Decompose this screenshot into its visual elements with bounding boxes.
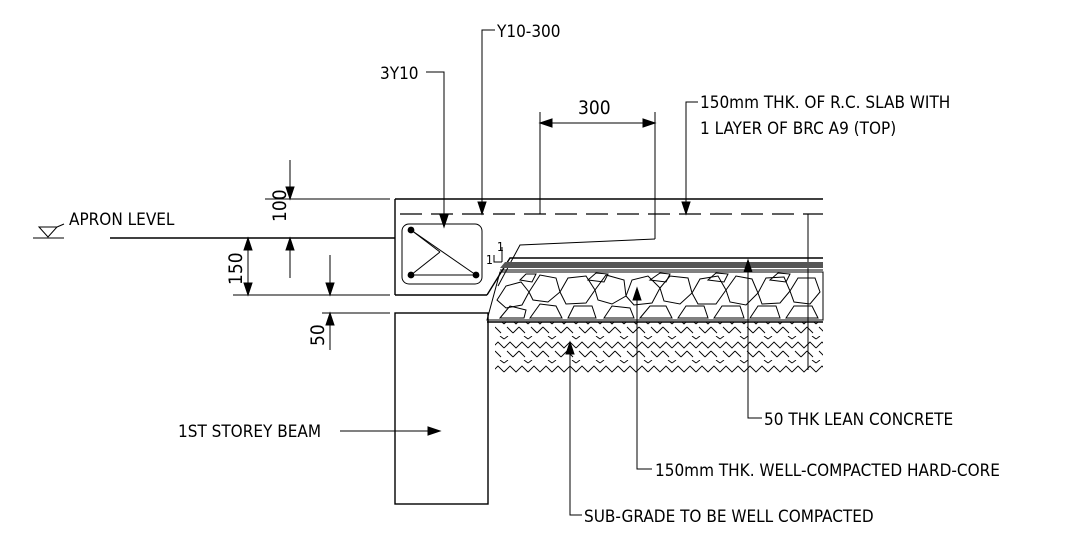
slab-label-line2: 1 LAYER OF BRC A9 (TOP) [700, 119, 896, 139]
leader-y10-300 [477, 29, 495, 216]
hardcore-label: 150mm THK. WELL-COMPACTED HARD-CORE [655, 461, 1000, 481]
dimension-100-label: 100 [269, 189, 291, 222]
subgrade-label: SUB-GRADE TO BE WELL COMPACTED [584, 507, 874, 527]
rebar-dot [407, 271, 415, 279]
hardcore-layer [486, 271, 824, 321]
leader-slab [681, 101, 698, 216]
y10-300-label: Y10-300 [496, 22, 561, 42]
link-bar [401, 223, 483, 285]
leader-subgrade [565, 340, 582, 516]
dimension-50-label: 50 [307, 324, 329, 346]
slope-label-1: 1 [497, 240, 504, 254]
apron-level-marker [33, 223, 395, 239]
first-storey-beam [394, 312, 489, 505]
edge-reinforcement [401, 223, 656, 287]
apron-level-label: APRON LEVEL [69, 210, 175, 230]
sub-grade [487, 321, 823, 374]
rebar-dot [407, 226, 415, 234]
slab-label-line1: 150mm THK. OF R.C. SLAB WITH [700, 93, 950, 113]
rebar-dot [472, 271, 480, 279]
dimension-100 [265, 160, 390, 278]
leader-hardcore [632, 286, 652, 470]
lean-concrete-layer [500, 257, 823, 271]
dimension-150-label: 150 [225, 252, 247, 285]
beam-label: 1ST STOREY BEAM [178, 422, 321, 442]
dimension-150 [233, 236, 390, 297]
dimension-300 [538, 112, 657, 239]
leader-lean-concrete [743, 258, 762, 419]
dimension-50 [322, 255, 390, 350]
lean-concrete-label: 50 THK LEAN CONCRETE [764, 410, 953, 430]
3y10-label: 3Y10 [380, 64, 419, 84]
leader-3y10 [426, 71, 449, 229]
slope-label-2: 1 [486, 253, 493, 267]
leader-beam [340, 426, 442, 436]
dimension-300-label: 300 [578, 97, 611, 119]
